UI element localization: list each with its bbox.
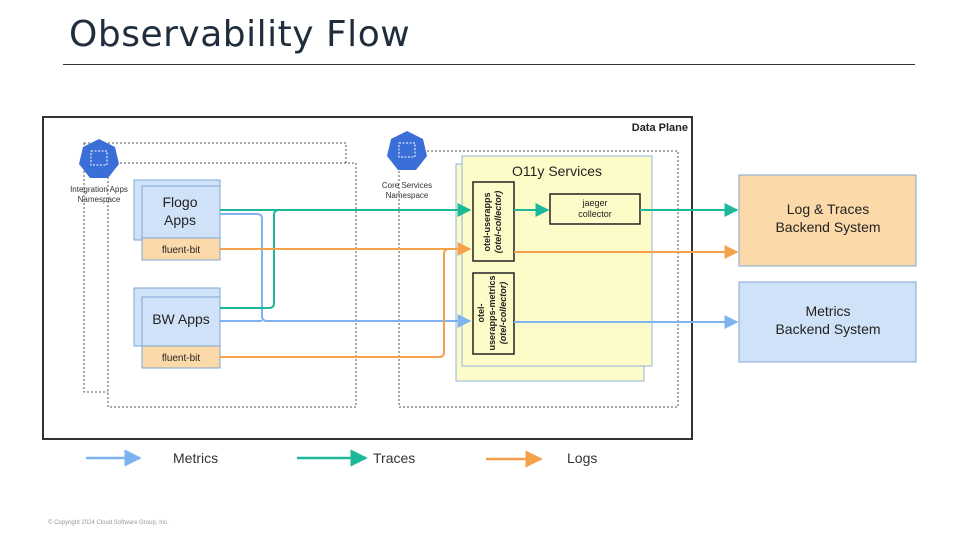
core-namespace-label-line2: Namespace xyxy=(386,191,429,200)
flogo-fluent-bit-label: fluent-bit xyxy=(162,245,201,256)
otel-userapps-box xyxy=(472,181,515,262)
otel-metrics-label-line2: userapps-metrics xyxy=(487,275,497,350)
otel-userapps-metrics-box xyxy=(472,272,515,355)
kubernetes-namespace-icon xyxy=(79,139,119,178)
otel-userapps-label-line2: (otel-collector) xyxy=(493,191,503,254)
flogo-apps-label-line1: Flogo xyxy=(162,194,197,210)
title-divider xyxy=(63,64,915,65)
otel-userapps-label-line1: otel-userapps xyxy=(482,192,492,251)
legend: Metrics Traces Logs xyxy=(86,449,597,468)
legend-logs-label: Logs xyxy=(567,450,597,466)
bw-apps-label: BW Apps xyxy=(152,311,210,327)
core-namespace-label-line1: Core Services xyxy=(382,181,432,190)
slide-title: Observability Flow xyxy=(69,14,411,55)
jaeger-label-line2: collector xyxy=(578,209,612,219)
logs-flow-from-bw xyxy=(220,248,450,358)
legend-metrics-label: Metrics xyxy=(173,450,218,466)
traces-flow-from-bw xyxy=(220,209,280,309)
metrics-backend-box xyxy=(738,281,917,363)
log-traces-backend-box xyxy=(738,174,917,267)
flogo-apps-label-line2: Apps xyxy=(164,212,196,228)
otel-metrics-label-line1: otel- xyxy=(476,303,486,322)
log-traces-backend-line2: Backend System xyxy=(775,219,880,235)
kubernetes-namespace-icon xyxy=(387,131,427,170)
metrics-backend-line1: Metrics xyxy=(805,303,850,319)
metrics-backend-line2: Backend System xyxy=(775,321,880,337)
integration-namespace-label-line1: Integration Apps xyxy=(70,185,128,194)
legend-traces-label: Traces xyxy=(373,450,415,466)
log-traces-backend-line1: Log & Traces xyxy=(787,201,870,217)
bw-fluent-bit-label: fluent-bit xyxy=(162,353,201,364)
jaeger-label-line1: jaeger xyxy=(581,198,607,208)
metrics-flow-from-flogo xyxy=(220,213,472,328)
integration-namespace-label-line2: Namespace xyxy=(78,195,121,204)
otel-metrics-label-line3: (otel-collector) xyxy=(498,282,508,345)
data-plane-label: Data Plane xyxy=(632,122,688,134)
o11y-services-label: O11y Services xyxy=(512,163,602,179)
flogo-apps-box xyxy=(141,185,221,239)
copyright-text: © Copyright 2024 Cloud Software Group, I… xyxy=(48,520,169,526)
